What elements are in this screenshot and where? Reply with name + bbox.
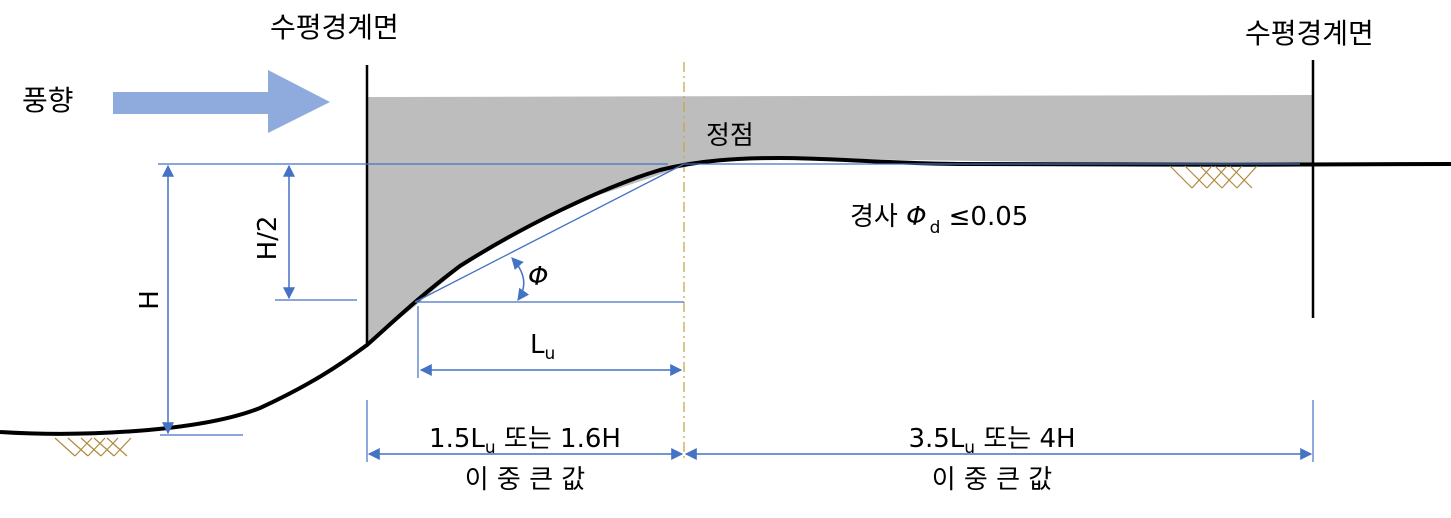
span-right-b: 또는 4H xyxy=(975,424,1075,454)
half-height-label: H/2 xyxy=(253,216,283,261)
height-label: H xyxy=(135,290,165,310)
arrow-right-icon xyxy=(113,70,330,133)
span-left-b: 또는 1.6H xyxy=(496,424,621,454)
span-left-a: 1.5L xyxy=(429,424,485,454)
crest-label: 정점 xyxy=(706,121,754,151)
span-left-sub: u xyxy=(485,438,496,458)
ground-hatch-right xyxy=(1169,165,1258,189)
span-right-a: 3.5L xyxy=(908,424,964,454)
slope-line xyxy=(414,163,685,303)
span-right-line2: 이 중 큰 값 xyxy=(932,465,1052,495)
span-left-line2: 이 중 큰 값 xyxy=(465,465,585,495)
angle-label: Φ xyxy=(528,262,548,292)
span-left-line1: 1.5Lu 또는 1.6H xyxy=(429,424,621,458)
ground-hatch-left xyxy=(54,437,132,457)
slope-phi-sub: d xyxy=(930,218,941,238)
slope-text: 경사 xyxy=(850,202,906,232)
slope-phi: Φ xyxy=(906,202,926,232)
lu-sub: u xyxy=(545,344,556,364)
slope-limit: ≤0.05 xyxy=(940,202,1028,232)
plane-right-label: 수평경계면 xyxy=(1245,17,1374,50)
wind-label: 풍향 xyxy=(22,84,74,117)
lu-label: Lu xyxy=(530,330,555,364)
lu-main: L xyxy=(530,330,545,360)
span-right-sub: u xyxy=(964,438,975,458)
span-right-line1: 3.5Lu 또는 4H xyxy=(908,424,1075,458)
shaded-zone xyxy=(367,95,1312,345)
plane-left-label: 수평경계면 xyxy=(270,11,399,44)
terrain-profile xyxy=(0,155,1451,436)
angle-arc xyxy=(511,257,530,301)
